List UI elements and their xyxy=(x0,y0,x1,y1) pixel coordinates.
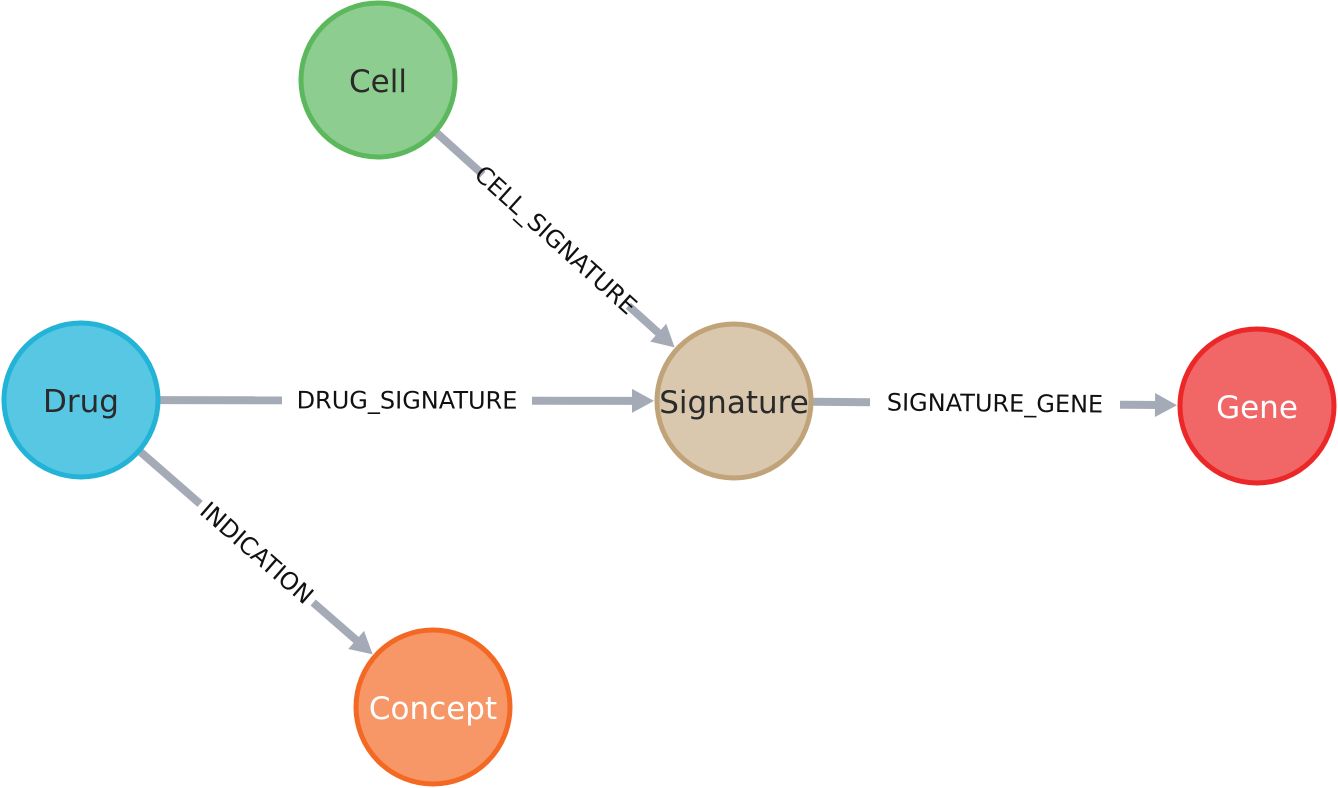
arrowhead-icon xyxy=(631,388,655,413)
node-label: Signature xyxy=(659,385,809,421)
node-label: Gene xyxy=(1216,390,1298,426)
edge-label: SIGNATURE_GENE xyxy=(887,388,1104,418)
edge-label: CELL_SIGNATURE xyxy=(469,160,642,320)
edge-label: INDICATION xyxy=(194,496,318,609)
node-label: Drug xyxy=(43,384,119,420)
edge-drug-signature[interactable]: DRUG_SIGNATURE xyxy=(159,386,655,415)
node-circle xyxy=(298,0,458,160)
node-label: Concept xyxy=(369,691,497,727)
edge-line xyxy=(433,129,486,178)
node-label: Cell xyxy=(349,64,407,100)
edge-line xyxy=(137,448,203,507)
arrowhead-icon xyxy=(650,323,675,348)
edge-cell-signature[interactable]: CELL_SIGNATURE xyxy=(433,129,675,348)
edge-label: DRUG_SIGNATURE xyxy=(297,386,518,414)
edge-drug-concept[interactable]: INDICATION xyxy=(137,448,373,655)
node-concept[interactable]: Concept xyxy=(353,627,513,787)
node-circle xyxy=(1,320,161,480)
arrowhead-icon xyxy=(348,630,373,655)
edge-line xyxy=(812,397,871,407)
node-circle xyxy=(353,627,513,787)
node-circle xyxy=(654,321,814,481)
node-cell[interactable]: Cell xyxy=(298,0,458,160)
edge-line xyxy=(310,599,361,645)
node-drug[interactable]: Drug xyxy=(1,320,161,480)
arrowhead-icon xyxy=(1154,393,1178,418)
node-gene[interactable]: Gene xyxy=(1177,326,1337,486)
node-circle xyxy=(1177,326,1337,486)
edge-signature-gene[interactable]: SIGNATURE_GENE xyxy=(812,388,1178,419)
node-signature[interactable]: Signature xyxy=(654,321,814,481)
edge-line xyxy=(625,302,663,338)
